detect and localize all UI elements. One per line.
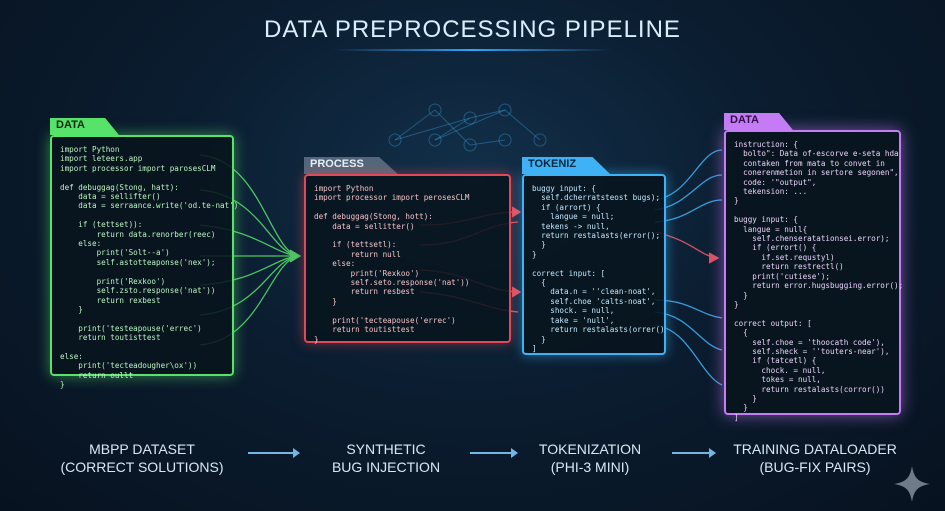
- output-panel-tab: DATA: [724, 113, 793, 130]
- tokenize-code-panel: buggy input: { self.dcherratsteost bugs)…: [522, 174, 666, 355]
- title-underline: [333, 49, 613, 51]
- stage-label-tokenization: TOKENIZATION (PHI-3 MINI): [490, 440, 690, 476]
- tokenize-panel-tab: TOKENIZ: [522, 157, 611, 174]
- process-code: import Python import processor import pe…: [314, 184, 470, 344]
- stage-label-line1: MBPP DATASET: [89, 441, 195, 457]
- stage-arrow-3: [672, 448, 716, 458]
- dataset-panel-tab: DATA: [50, 118, 119, 135]
- stage-label-line2: (BUG-FIX PAIRS): [759, 459, 871, 475]
- stage-label-line1: SYNTHETIC: [346, 441, 426, 457]
- page-title: DATA PREPROCESSING PIPELINE: [264, 16, 681, 43]
- stage-label-line1: TOKENIZATION: [538, 441, 642, 457]
- stage-label-bug-injection: SYNTHETIC BUG INJECTION: [286, 440, 486, 476]
- stage-label-dataloader: TRAINING DATALOADER (BUG-FIX PAIRS): [710, 440, 920, 476]
- stage-arrow-2: [470, 448, 518, 458]
- stage-label-line2: (CORRECT SOLUTIONS): [60, 459, 224, 475]
- dataset-code: import Python import leteers.app import …: [60, 145, 239, 390]
- stage-label-line2: (PHI-3 MINI): [550, 459, 630, 475]
- process-code-panel: import Python import processor import pe…: [304, 174, 511, 344]
- dataset-code-panel: import Python import leteers.app import …: [50, 135, 238, 389]
- tokenize-code: buggy input: { self.dcherratsteost bugs)…: [532, 184, 665, 353]
- output-code: instruction: { bolto": Data of-escorve e…: [734, 140, 904, 422]
- neural-network-graphic: [388, 103, 547, 152]
- stage-arrow-1: [248, 448, 300, 458]
- output-code-panel: instruction: { bolto": Data of-escorve e…: [724, 130, 903, 422]
- stage-label-line2: BUG INJECTION: [331, 459, 441, 475]
- stage-label-line1: TRAINING DATALOADER: [733, 441, 897, 457]
- process-panel-tab: PROCESS: [304, 157, 398, 174]
- stage-label-dataset: MBPP DATASET (CORRECT SOLUTIONS): [42, 440, 242, 476]
